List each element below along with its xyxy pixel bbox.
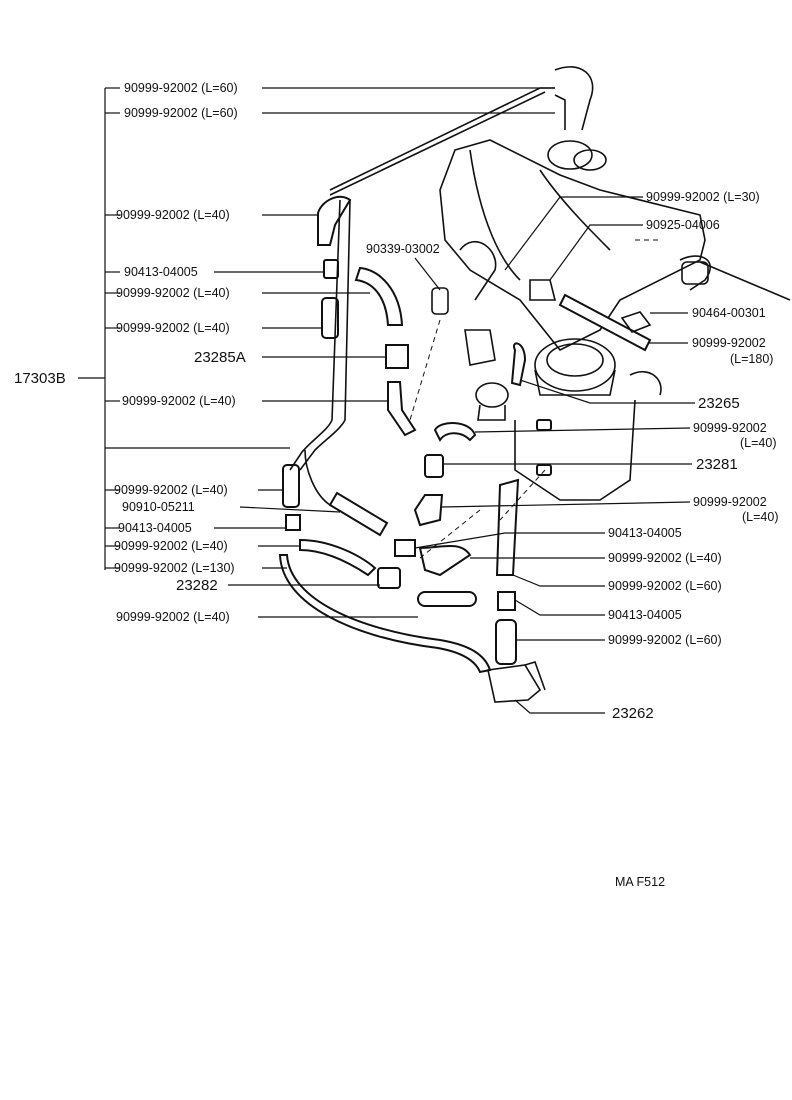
label-tee-90413-right-a: 90413-04005	[608, 526, 682, 540]
label-23282: 23282	[176, 577, 218, 594]
label-hose-l40-right-c: 90999-92002 (L=40)	[608, 551, 722, 565]
label-hose-l180: 90999-92002	[692, 336, 766, 350]
label-hose-l40-right-a: 90999-92002	[693, 421, 767, 435]
label-fitting-90925: 90925-04006	[646, 218, 720, 232]
label-hose-l40-c: 90999-92002 (L=40)	[116, 321, 230, 335]
label-17303b: 17303B	[14, 370, 66, 387]
label-figure-reference: MA F512	[615, 875, 665, 889]
label-hose-l40-right-a-length: (L=40)	[740, 436, 776, 450]
label-hose-l130: 90999-92002 (L=130)	[114, 561, 235, 575]
label-hose-l60-second: 90999-92002 (L=60)	[124, 106, 238, 120]
label-hose-l60-right-a: 90999-92002 (L=60)	[608, 579, 722, 593]
leader-lines	[78, 87, 695, 714]
label-23285a: 23285A	[194, 349, 246, 366]
label-hose-l40-right-b: 90999-92002	[693, 495, 767, 509]
right-labels: 90999-92002 (L=30) 90925-04006 90464-003…	[608, 190, 778, 889]
label-clamp-90464: 90464-00301	[692, 306, 766, 320]
label-hose-l30: 90999-92002 (L=30)	[646, 190, 760, 204]
label-tee-90413-lower: 90413-04005	[118, 521, 192, 535]
label-23281: 23281	[696, 456, 738, 473]
engine-assembly-drawing	[278, 66, 791, 703]
label-hose-l40-f: 90999-92002 (L=40)	[114, 539, 228, 553]
label-hose-l60-right-b: 90999-92002 (L=60)	[608, 633, 722, 647]
label-connector-90339: 90339-03002	[366, 242, 440, 256]
label-hose-l180-length: (L=180)	[730, 352, 773, 366]
label-23265: 23265	[698, 395, 740, 412]
label-23262: 23262	[612, 705, 654, 722]
label-hose-90910: 90910-05211	[122, 500, 195, 514]
label-hose-l40-a: 90999-92002 (L=40)	[116, 208, 230, 222]
label-hose-l40-g: 90999-92002 (L=40)	[116, 610, 230, 624]
label-hose-l60-top: 90999-92002 (L=60)	[124, 81, 238, 95]
label-hose-l40-b: 90999-92002 (L=40)	[116, 286, 230, 300]
label-hose-l40-d: 90999-92002 (L=40)	[122, 394, 236, 408]
label-tee-90413-upper: 90413-04005	[124, 265, 198, 279]
label-tee-90413-right-b: 90413-04005	[608, 608, 682, 622]
left-labels: 90999-92002 (L=60) 90999-92002 (L=60) 90…	[14, 81, 440, 624]
label-hose-l40-right-b-length: (L=40)	[742, 510, 778, 524]
label-hose-l40-e: 90999-92002 (L=40)	[114, 483, 228, 497]
